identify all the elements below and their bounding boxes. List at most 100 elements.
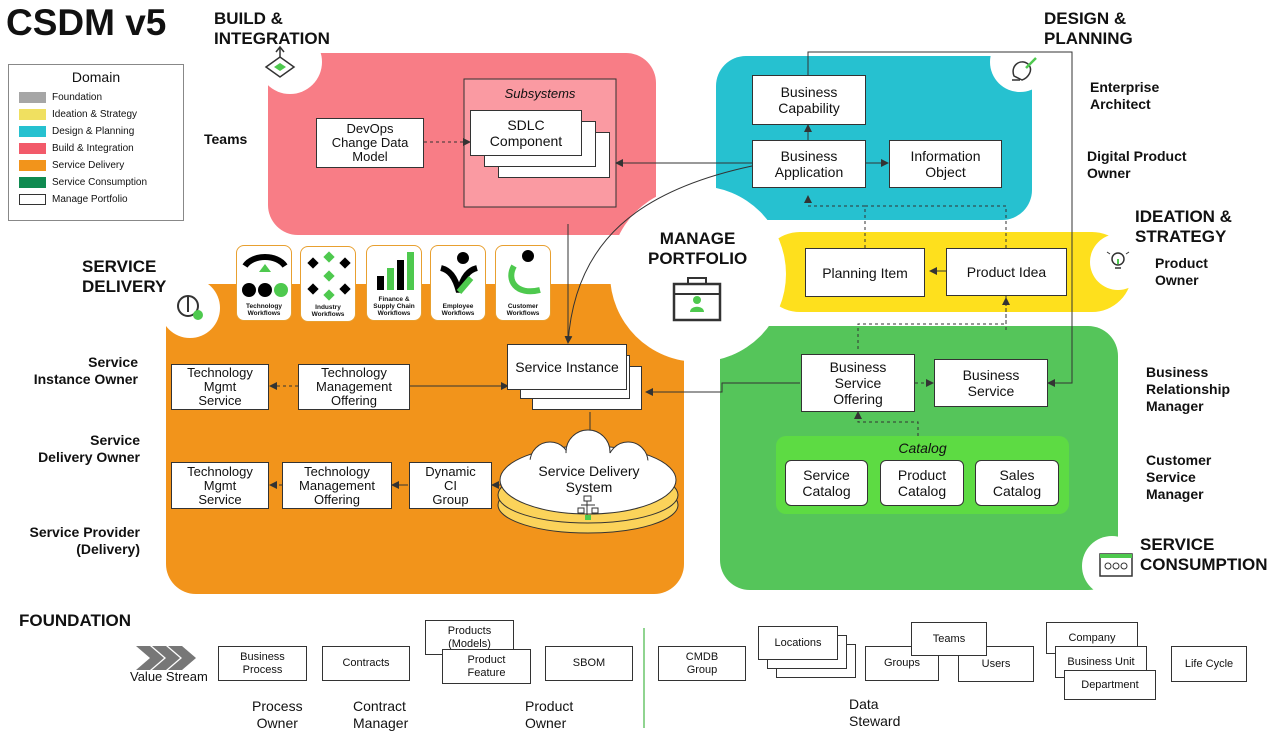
information-object-box[interactable]: Information Object: [889, 140, 1002, 188]
role-service-provider: Service Provider (Delivery): [29, 524, 140, 557]
business-process-label: Business Process: [240, 650, 285, 676]
workflow-finance[interactable]: Finance & Supply Chain Workflows: [366, 245, 422, 321]
information-object-label: Information Object: [910, 148, 981, 180]
legend-swatch: [19, 92, 46, 103]
role-service-instance-owner: Service Instance Owner: [33, 354, 138, 387]
tech-mgmt-offering-1-box[interactable]: Technology Management Offering: [298, 364, 410, 410]
contracts-box[interactable]: Contracts: [322, 646, 410, 681]
technology-workflow-icon: [242, 254, 288, 297]
product-catalog-box[interactable]: Product Catalog: [880, 460, 964, 506]
business-capability-label: Business Capability: [778, 84, 840, 116]
manage-portfolio-circle: [610, 186, 786, 362]
heading-design: DESIGN & PLANNING: [1044, 9, 1133, 48]
business-capability-box[interactable]: Business Capability: [752, 75, 866, 125]
legend-item: Service Delivery: [19, 157, 173, 174]
heading-delivery: SERVICE DELIVERY: [82, 257, 167, 296]
legend-label: Foundation: [52, 92, 103, 103]
cmdb-group-label: CMDB Group: [685, 650, 719, 676]
legend-item: Design & Planning: [19, 123, 173, 140]
department-label: Department: [1081, 678, 1139, 691]
service-delivery-system-label[interactable]: Service Delivery System: [538, 463, 640, 495]
product-catalog-label: Product Catalog: [897, 467, 947, 499]
design-icon: [1012, 57, 1037, 81]
legend-label: Manage Portfolio: [52, 194, 128, 205]
role-data-steward: Data Steward: [849, 696, 901, 729]
business-service-offering-label: Business Service Offering: [829, 359, 887, 407]
role-teams: Teams: [204, 131, 248, 147]
workflow-label: Technology Workflows: [246, 303, 282, 317]
tech-mgmt-service-1-box[interactable]: Technology Mgmt Service: [171, 364, 269, 410]
tech-mgmt-service-1-label: Technology Mgmt Service: [187, 365, 253, 408]
employee-workflow-icon: [440, 252, 478, 294]
sdlc-label: SDLC Component: [489, 117, 563, 149]
customer-workflow-icon: [508, 250, 541, 295]
tech-mgmt-service-2-box[interactable]: Technology Mgmt Service: [171, 462, 269, 509]
business-application-box[interactable]: Business Application: [752, 140, 866, 188]
cmdb-group-box[interactable]: CMDB Group: [658, 646, 746, 681]
legend-swatch: [19, 109, 46, 120]
legend-label: Service Consumption: [52, 177, 148, 188]
teams-box[interactable]: Teams: [911, 622, 987, 656]
workflow-employee[interactable]: Employee Workflows: [430, 245, 486, 321]
business-service-box[interactable]: Business Service: [934, 359, 1048, 407]
role-digital-product-owner: Digital Product Owner: [1087, 148, 1187, 181]
department-box[interactable]: Department: [1064, 670, 1156, 700]
role-contract-manager: Contract Manager: [353, 698, 409, 731]
legend-label: Design & Planning: [52, 126, 135, 137]
business-unit-label: Business Unit: [1067, 655, 1135, 668]
lightbulb-icon: [1106, 251, 1130, 269]
industry-workflow-icon: [307, 251, 351, 301]
service-instance-label: Service Instance: [515, 359, 619, 375]
role-service-delivery-owner: Service Delivery Owner: [38, 432, 140, 465]
business-service-label: Business Service: [962, 367, 1020, 399]
heading-foundation: FOUNDATION: [19, 611, 132, 630]
legend-title: Domain: [71, 69, 121, 85]
tech-mgmt-service-2-label: Technology Mgmt Service: [187, 463, 253, 507]
sbom-box[interactable]: SBOM: [545, 646, 633, 681]
legend-swatch: [19, 194, 46, 205]
product-feature-box[interactable]: Product Feature: [442, 649, 531, 684]
legend-item: Service Consumption: [19, 174, 173, 191]
subsystems-label: Subsystems: [504, 86, 576, 101]
business-service-offering-box[interactable]: Business Service Offering: [801, 354, 915, 412]
tech-mgmt-offering-2-box[interactable]: Technology Management Offering: [282, 462, 392, 509]
legend-label: Build & Integration: [52, 143, 134, 154]
wrench-gear-icon: [177, 295, 203, 320]
role-customer-service-manager: Customer Service Manager: [1146, 452, 1212, 502]
groups-label: Groups: [883, 657, 921, 669]
planning-item-box[interactable]: Planning Item: [805, 248, 925, 297]
sdlc-component-box[interactable]: SDLC Component: [470, 110, 582, 156]
finance-workflow-icon: [377, 252, 414, 290]
workflow-technology[interactable]: Technology Workflows: [236, 245, 292, 321]
dynamic-ci-group-box[interactable]: Dynamic CI Group: [409, 462, 492, 509]
service-instance-box[interactable]: Service Instance: [507, 344, 627, 390]
devops-label: DevOps Change Data Model: [331, 121, 409, 164]
workflow-industry[interactable]: Industry Workflows: [300, 246, 356, 322]
dynamic-ci-group-label: Dynamic CI Group: [425, 463, 476, 507]
sales-catalog-box[interactable]: Sales Catalog: [975, 460, 1059, 506]
value-stream-icon: [136, 646, 196, 670]
workflow-customer[interactable]: Customer Workflows: [495, 245, 551, 321]
role-business-relationship-manager: Business Relationship Manager: [1146, 364, 1231, 414]
role-product-owner-bottom: Product Owner: [525, 698, 574, 731]
business-process-box[interactable]: Business Process: [218, 646, 307, 681]
teams-label: Teams: [932, 632, 966, 645]
devops-box[interactable]: DevOps Change Data Model: [316, 118, 424, 168]
workflow-label: Finance & Supply Chain Workflows: [373, 296, 415, 317]
users-label: Users: [981, 657, 1011, 670]
role-product-owner-right: Product Owner: [1155, 255, 1208, 288]
product-idea-box[interactable]: Product Idea: [946, 248, 1067, 296]
workflow-label: Employee Workflows: [441, 303, 475, 317]
locations-box[interactable]: Locations: [758, 626, 838, 660]
legend-swatch: [19, 143, 46, 154]
briefcase-icon: [672, 277, 722, 322]
life-cycle-box[interactable]: Life Cycle: [1171, 646, 1247, 682]
build-icon: [264, 45, 296, 78]
legend-swatch: [19, 126, 46, 137]
tech-mgmt-offering-1-label: Technology Management Offering: [316, 365, 392, 408]
people-icon: [1099, 553, 1133, 577]
legend-label: Service Delivery: [52, 160, 125, 171]
contracts-label: Contracts: [342, 657, 390, 669]
service-catalog-box[interactable]: Service Catalog: [785, 460, 868, 506]
legend-item: Ideation & Strategy: [19, 106, 173, 123]
